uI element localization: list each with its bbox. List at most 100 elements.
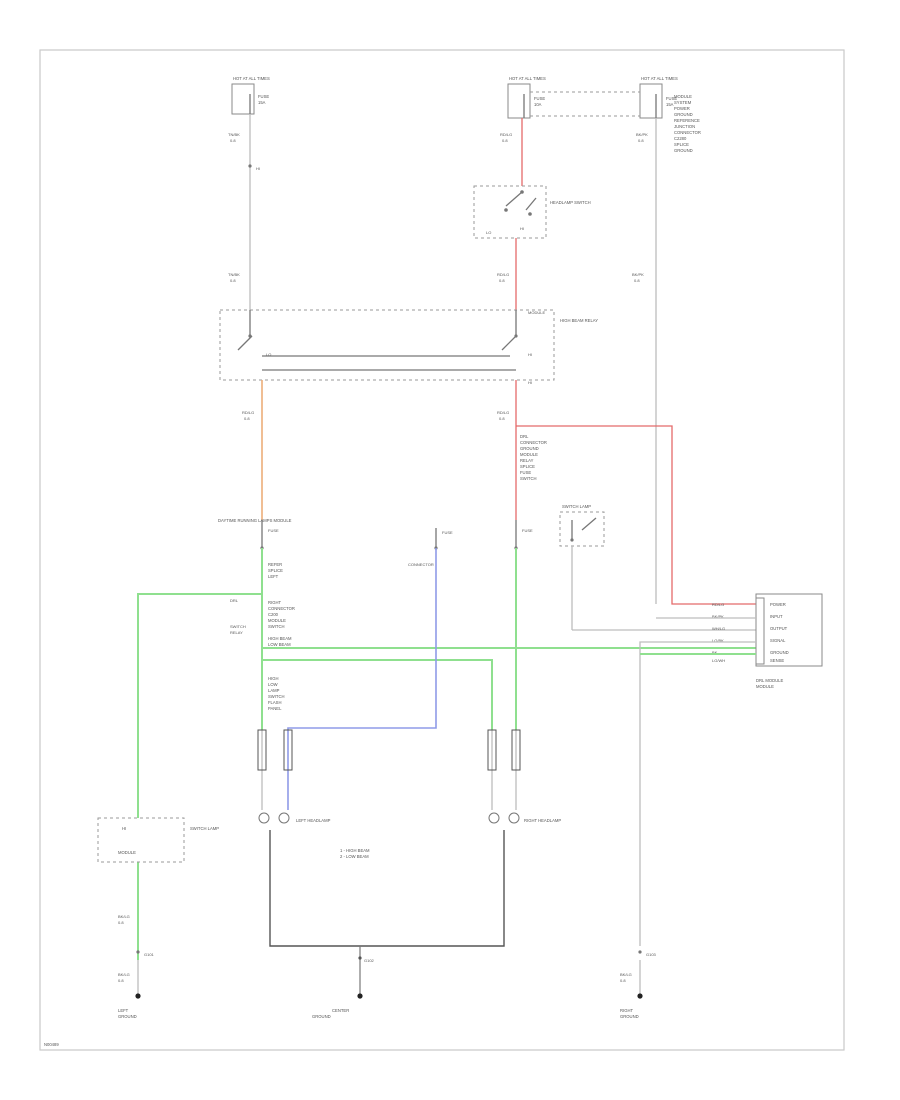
- svg-text:CONNECTOR: CONNECTOR: [408, 562, 434, 567]
- svg-text:C2280: C2280: [674, 136, 687, 141]
- svg-text:MODULE: MODULE: [528, 310, 545, 315]
- wire-blue: [287, 548, 437, 810]
- wire-center-top-size: 0.8: [502, 138, 508, 143]
- right-headlamp-label: RIGHT HEADLAMP: [524, 818, 561, 823]
- svg-text:OUTPUT: OUTPUT: [770, 626, 788, 631]
- svg-text:PANEL: PANEL: [268, 706, 282, 711]
- wire-left-top-color: TN/BK: [228, 132, 240, 137]
- svg-text:C200: C200: [268, 612, 279, 617]
- wire-left-mid-color: TN/BK: [228, 272, 240, 277]
- svg-text:POWER: POWER: [770, 602, 786, 607]
- wire-left-top-size: 0.8: [230, 138, 236, 143]
- svg-text:MODULE: MODULE: [674, 94, 692, 99]
- svg-text:LEFT: LEFT: [268, 574, 279, 579]
- fuse-block-right: HOT AT ALL TIMES FUSE 15A: [639, 76, 678, 119]
- svg-text:LO: LO: [266, 352, 271, 357]
- wire-center-low-color: RD/LG: [497, 410, 509, 415]
- svg-text:SPLICE: SPLICE: [674, 142, 689, 147]
- svg-text:SWITCH: SWITCH: [268, 694, 285, 699]
- svg-text:SPLICE: SPLICE: [520, 464, 535, 469]
- fuse-block-center: HOT AT ALL TIMES FUSE 10A: [507, 76, 546, 119]
- splice-left-top: HI: [256, 166, 260, 171]
- headlamp-switch-label: HEADLAMP SWITCH: [550, 200, 591, 205]
- module-connector: POWER INPUT OUTPUT SIGNAL GROUND SENSE R…: [712, 593, 823, 689]
- svg-text:LG/BK: LG/BK: [712, 638, 724, 643]
- svg-text:LEFT: LEFT: [118, 1008, 129, 1013]
- svg-text:FUSE: FUSE: [442, 530, 453, 535]
- svg-text:CENTER: CENTER: [332, 1008, 349, 1013]
- high-beam-relay: HIGH BEAM RELAY MODULE HI LO HI: [219, 309, 598, 385]
- relay-label: HIGH BEAM RELAY: [560, 318, 598, 323]
- headlamp-ground-bus: [269, 830, 505, 947]
- svg-text:RD/LG: RD/LG: [712, 602, 724, 607]
- svg-text:G102: G102: [364, 958, 375, 963]
- fuse-right-label: FUSE: [666, 96, 677, 101]
- svg-text:0.8: 0.8: [620, 978, 626, 983]
- wire-center-top-color: RD/LG: [500, 132, 512, 137]
- fuse-right-title: HOT AT ALL TIMES: [641, 76, 678, 81]
- svg-text:MODULE: MODULE: [268, 618, 286, 623]
- svg-text:HI: HI: [122, 826, 126, 831]
- wire-green-to-right-hl: [262, 659, 493, 730]
- svg-text:DRL: DRL: [230, 598, 239, 603]
- svg-text:GROUND: GROUND: [620, 1014, 639, 1019]
- headlamp-switch: HEADLAMP SWITCH LO HI: [473, 185, 591, 239]
- svg-text:BK: BK: [712, 650, 718, 655]
- wire-green-to-flasher: [137, 593, 262, 818]
- fuse-left-label: FUSE: [258, 94, 269, 99]
- svg-text:FUSE: FUSE: [520, 470, 531, 475]
- wire-left-switch-size: 0.8: [244, 416, 250, 421]
- wire-right-mid-color: BK/PK: [632, 272, 644, 277]
- ground-right: G103 BK/LG 0.8 RIGHT GROUND: [620, 950, 657, 1019]
- svg-text:BK/PK: BK/PK: [712, 614, 724, 619]
- svg-text:HI: HI: [528, 352, 532, 357]
- svg-text:REFERENCE: REFERENCE: [674, 118, 700, 123]
- wire-red-to-module: [516, 425, 756, 605]
- wire-center-mid-color: RD/LG: [497, 272, 509, 277]
- svg-text:HI: HI: [528, 380, 532, 385]
- svg-text:RELAY: RELAY: [230, 630, 243, 635]
- svg-text:CONNECTOR: CONNECTOR: [674, 130, 701, 135]
- svg-text:SIGNAL: SIGNAL: [770, 638, 786, 643]
- svg-text:G101: G101: [144, 952, 155, 957]
- svg-text:LO: LO: [486, 230, 491, 235]
- fuse-left-title: HOT AT ALL TIMES: [233, 76, 270, 81]
- svg-text:MODULE: MODULE: [520, 452, 538, 457]
- left-notes-mid: DRL SWITCH RELAY CONNECTOR: [230, 562, 434, 635]
- fuse-center-label: FUSE: [534, 96, 545, 101]
- diagram-border: [39, 49, 845, 1051]
- svg-text:LG/WH: LG/WH: [712, 658, 725, 663]
- svg-text:CONNECTOR: CONNECTOR: [520, 440, 547, 445]
- svg-text:LAMP: LAMP: [268, 688, 280, 693]
- switch-lamp-label: SWITCH LAMP: [562, 504, 591, 509]
- wire-right-top-color: BK/PK: [636, 132, 648, 137]
- drl-module-label: DAYTIME RUNNING LAMPS MODULE: [218, 518, 292, 523]
- svg-text:FUSE: FUSE: [268, 528, 279, 533]
- svg-text:FUSE: FUSE: [522, 528, 533, 533]
- svg-text:HIGH BEAM: HIGH BEAM: [268, 636, 292, 641]
- svg-text:SWITCH: SWITCH: [268, 624, 285, 629]
- beam-note-1: 1 - HIGH BEAM: [340, 848, 370, 853]
- svg-text:BK/LG: BK/LG: [118, 914, 130, 919]
- left-notes: REFER SPLICE LEFT RIGHT CONNECTOR C200 M…: [268, 562, 295, 647]
- wire-center-low-size: 0.8: [499, 416, 505, 421]
- svg-text:FLASH: FLASH: [268, 700, 282, 705]
- svg-text:0.8: 0.8: [118, 978, 124, 983]
- switch-lamp: SWITCH LAMP: [559, 504, 756, 631]
- module-label: DRL MODULE: [756, 678, 784, 683]
- svg-text:SPLICE: SPLICE: [268, 568, 283, 573]
- drl-module: DAYTIME RUNNING LAMPS MODULE FUSE FUSE F…: [218, 518, 533, 550]
- svg-text:SENSE: SENSE: [770, 658, 784, 663]
- svg-text:GROUND: GROUND: [520, 446, 539, 451]
- right-headlamp: RIGHT HEADLAMP: [487, 729, 561, 824]
- svg-text:MODULE: MODULE: [118, 850, 136, 855]
- svg-text:HI: HI: [520, 226, 524, 231]
- beam-note-2: 2 - LOW BEAM: [340, 854, 369, 859]
- svg-text:HIGH: HIGH: [268, 676, 278, 681]
- svg-text:INPUT: INPUT: [770, 614, 783, 619]
- fuse-right-amps: 15A: [666, 102, 674, 107]
- svg-text:RIGHT: RIGHT: [268, 600, 281, 605]
- svg-text:GROUND: GROUND: [674, 148, 693, 153]
- svg-text:GROUND: GROUND: [312, 1014, 331, 1019]
